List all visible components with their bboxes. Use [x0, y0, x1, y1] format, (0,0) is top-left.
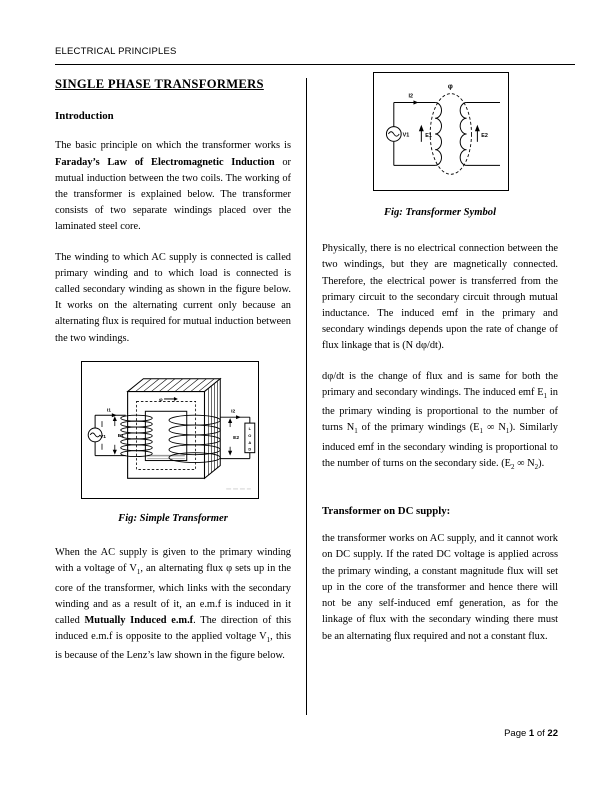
e2-polarity-arrows	[228, 418, 233, 456]
header-rule	[55, 64, 575, 66]
svg-text:O: O	[248, 433, 251, 438]
transformer-symbol-caption: Fig: Transformer Symbol	[383, 207, 497, 218]
symbol-wires	[393, 102, 500, 166]
secondary-circuit-wires	[220, 416, 251, 459]
column-divider	[306, 78, 308, 715]
e1-arrow	[418, 124, 424, 142]
watermark	[226, 487, 251, 490]
label-e1-simple: E1	[118, 433, 124, 439]
label-i1: I1	[107, 407, 111, 413]
secondary-coil-symbol	[459, 102, 467, 166]
paragraph-dc-supply: the transformer works on AC supply, and …	[322, 533, 558, 642]
label-v1: V1	[403, 132, 410, 138]
right-column: I2 φ V1 E1 E2 Fig: Transformer Symbol	[322, 72, 558, 659]
i2-arrowhead-symbol	[413, 100, 419, 105]
e2-arrow	[474, 124, 480, 142]
label-i2-simple: I2	[231, 408, 235, 414]
simple-transformer-drawing: φ	[87, 377, 256, 490]
transformer-symbol-drawing: I2 φ V1 E1 E2	[385, 84, 500, 175]
svg-text:L: L	[249, 426, 252, 431]
i2-arrowhead	[236, 415, 241, 420]
label-i2: I2	[409, 94, 414, 100]
flux-phi-label: φ	[159, 397, 163, 403]
left-column: SINGLE PHASE TRANSFORMERS Introduction T…	[55, 76, 291, 679]
core-side-laminations	[208, 380, 218, 476]
load-box	[244, 422, 256, 454]
simple-transformer-caption: Fig: Simple Transformer	[118, 512, 228, 524]
label-v1-simple: V1	[100, 434, 106, 440]
label-e1: E1	[425, 133, 432, 139]
i1-arrowhead	[111, 413, 117, 418]
e1-polarity-arrows	[101, 416, 117, 455]
flux-ellipse	[429, 93, 472, 175]
label-phi: φ	[448, 84, 453, 91]
ac-sine	[89, 432, 101, 438]
primary-winding	[120, 414, 153, 457]
paragraph-basic-principle: The basic principle on which the transfo…	[55, 140, 291, 233]
svg-text:A: A	[248, 440, 251, 445]
document-title: SINGLE PHASE TRANSFORMERS	[55, 77, 264, 91]
intro-heading: Introduction	[55, 110, 114, 123]
label-e2: E2	[481, 133, 488, 139]
page-number: Page 1 of 22	[504, 728, 558, 739]
flux-path-dashed	[136, 400, 197, 470]
ac-sine-symbol	[388, 131, 400, 137]
simple-transformer-figure: φ	[81, 360, 259, 499]
paragraph-flux-change: dφ/dt is the change of flux and is same …	[322, 370, 558, 471]
secondary-winding	[168, 414, 221, 463]
paragraph-mutually-induced: When the AC supply is given to the prima…	[55, 547, 292, 662]
paragraph-windings: The winding to which AC supply is connec…	[55, 251, 291, 344]
core-right-face	[204, 377, 221, 480]
primary-circuit-wires	[94, 414, 126, 456]
primary-coil-symbol	[435, 102, 442, 166]
page-header: ELECTRICAL PRINCIPLES	[55, 46, 177, 57]
load-letters: L O A D	[248, 426, 251, 452]
svg-text:D: D	[248, 447, 251, 452]
dc-supply-heading: Transformer on DC supply:	[322, 505, 451, 518]
label-e2-simple: E2	[233, 435, 239, 441]
core-top-laminations	[135, 378, 215, 392]
flux-arrowhead	[173, 396, 178, 401]
transformer-symbol-figure: I2 φ V1 E1 E2	[373, 72, 509, 191]
paragraph-magnetic-connection: Physically, there is no electrical conne…	[322, 243, 558, 352]
